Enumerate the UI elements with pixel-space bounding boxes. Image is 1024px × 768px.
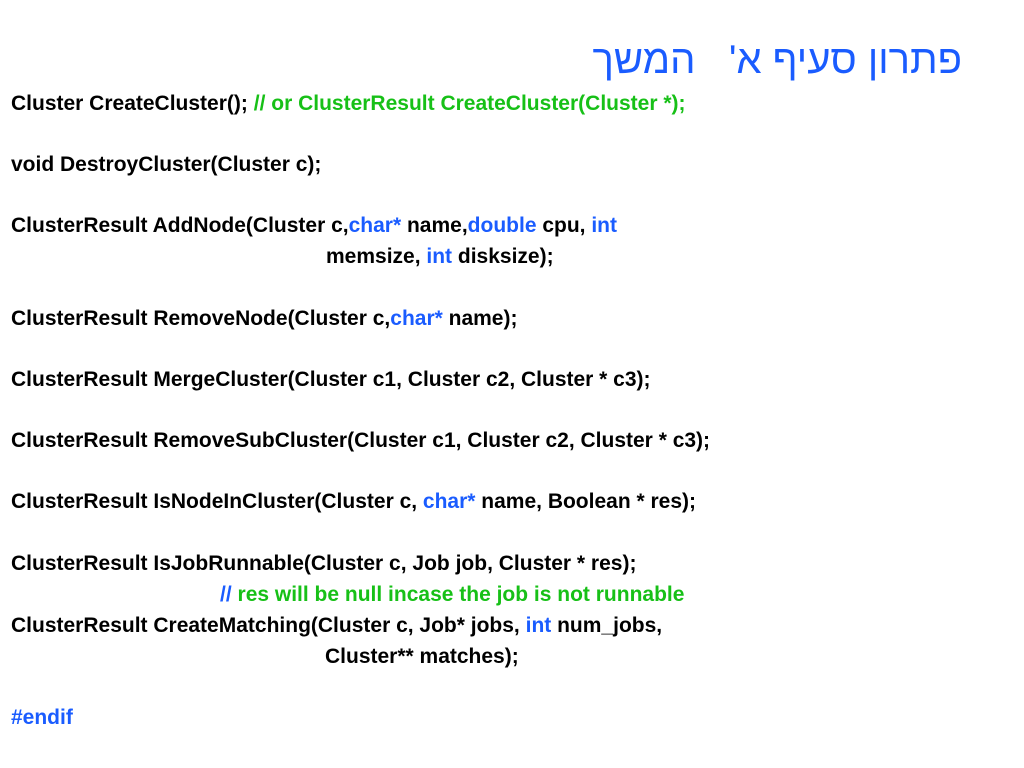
code-text: disksize); xyxy=(452,245,554,268)
code-text: cpu, xyxy=(536,214,592,237)
code-text: name, xyxy=(401,214,468,237)
code-keyword: int xyxy=(591,214,617,237)
code-line-destroy-cluster: void DestroyCluster(Cluster c); xyxy=(11,154,321,175)
code-keyword: char* xyxy=(390,307,443,330)
code-text: ClusterResult CreateMatching(Cluster c, … xyxy=(11,614,526,637)
code-text: name, Boolean * res); xyxy=(475,490,697,513)
code-line-is-node-in-cluster: ClusterResult IsNodeInCluster(Cluster c,… xyxy=(11,491,696,512)
code-keyword: char* xyxy=(422,490,476,513)
code-text: Cluster** matches); xyxy=(325,645,519,668)
code-text: ClusterResult IsJobRunnable(Cluster c, J… xyxy=(11,552,637,575)
code-text: name); xyxy=(442,307,518,330)
code-comment: res will be null incase the job is not r… xyxy=(237,583,685,606)
code-text: Cluster CreateCluster(); xyxy=(11,92,254,115)
code-text: num_jobs, xyxy=(551,614,663,637)
code-line-remove-sub-cluster: ClusterResult RemoveSubCluster(Cluster c… xyxy=(11,430,710,451)
code-text: ClusterResult AddNode(Cluster c, xyxy=(11,214,349,237)
code-keyword: int xyxy=(426,245,453,268)
comment-slashes: // xyxy=(220,583,238,606)
code-text: ClusterResult IsNodeInCluster(Cluster c, xyxy=(11,490,423,513)
code-text: ClusterResult RemoveNode(Cluster c, xyxy=(11,307,391,330)
code-text: ClusterResult MergeCluster(Cluster c1, C… xyxy=(11,368,651,391)
code-text: ClusterResult RemoveSubCluster(Cluster c… xyxy=(11,429,711,452)
code-keyword: int xyxy=(525,614,552,637)
code-line-is-job-runnable-comment: // res will be null incase the job is no… xyxy=(220,584,684,605)
code-line-remove-node: ClusterResult RemoveNode(Cluster c,char*… xyxy=(11,308,517,329)
code-text: void DestroyCluster(Cluster c); xyxy=(11,153,322,176)
slide-title: פתרון סעיף א' המשך xyxy=(592,38,962,82)
code-line-create-matching: ClusterResult CreateMatching(Cluster c, … xyxy=(11,615,662,636)
code-line-endif: #endif xyxy=(11,707,73,728)
code-line-merge-cluster: ClusterResult MergeCluster(Cluster c1, C… xyxy=(11,369,651,390)
code-keyword: char* xyxy=(348,214,402,237)
code-line-create-cluster: Cluster CreateCluster(); // or ClusterRe… xyxy=(11,93,686,114)
code-line-is-job-runnable: ClusterResult IsJobRunnable(Cluster c, J… xyxy=(11,553,636,574)
code-keyword: #endif xyxy=(11,706,73,729)
code-text: memsize, xyxy=(326,245,427,268)
code-line-add-node: ClusterResult AddNode(Cluster c,char* na… xyxy=(11,215,617,236)
code-keyword: double xyxy=(467,214,537,237)
code-comment: // or ClusterResult CreateCluster(Cluste… xyxy=(253,92,686,115)
code-line-add-node-continued: memsize, int disksize); xyxy=(326,246,554,267)
code-line-create-matching-continued: Cluster** matches); xyxy=(325,646,519,667)
